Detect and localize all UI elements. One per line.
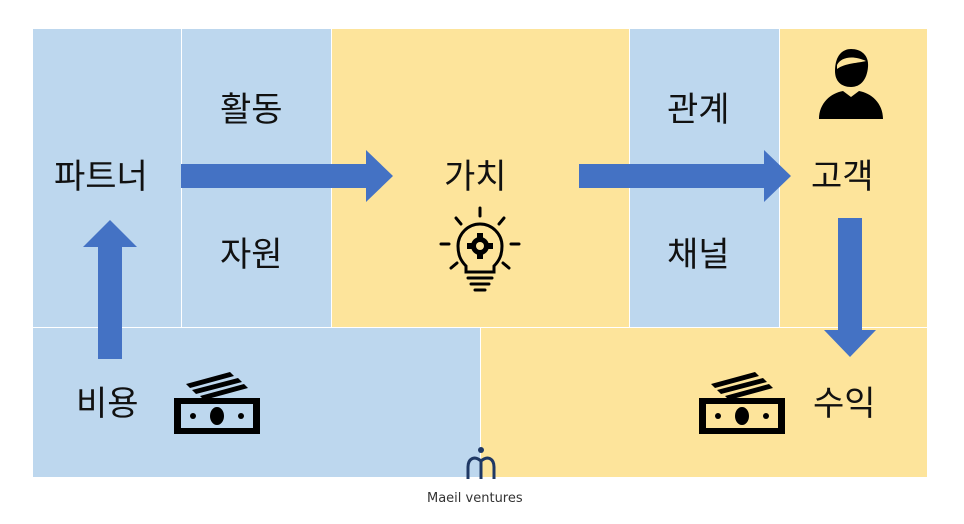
relation-label: 관계 — [667, 90, 730, 130]
cost-label: 비용 — [76, 384, 139, 424]
money-icon — [174, 372, 260, 434]
divider — [480, 327, 481, 477]
brand-logo-icon — [466, 447, 496, 479]
resource-label: 자원 — [220, 235, 283, 275]
money-icon — [699, 372, 785, 434]
value-label: 가치 — [444, 157, 507, 197]
brand-name: Maeil ventures — [427, 491, 523, 506]
channel-label: 채널 — [667, 235, 730, 275]
person-icon — [819, 49, 883, 119]
revenue-label: 수익 — [813, 384, 876, 424]
partner-label: 파트너 — [54, 157, 148, 197]
customer-label: 고객 — [811, 157, 874, 197]
activity-label: 활동 — [220, 90, 283, 130]
lightbulb-gear-icon — [439, 206, 521, 292]
